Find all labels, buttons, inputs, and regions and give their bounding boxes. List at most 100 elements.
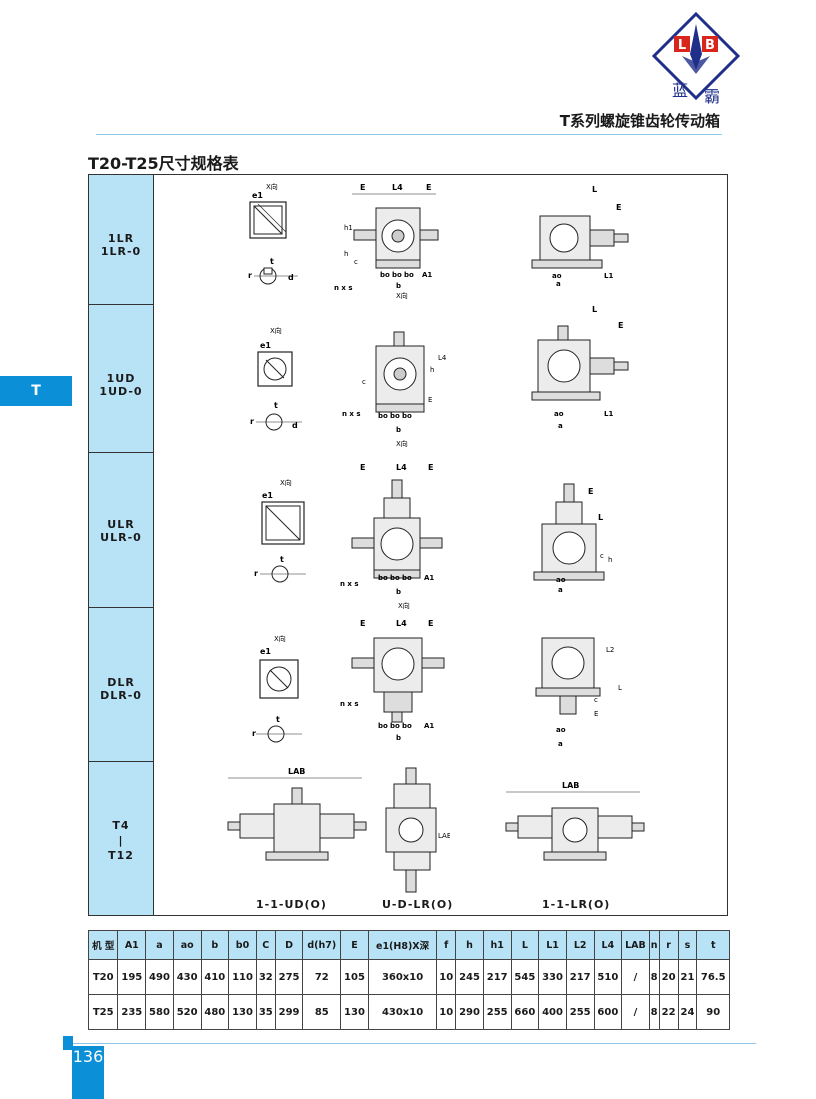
table-cell: 290 <box>455 994 484 1030</box>
table-cell: 245 <box>455 959 484 995</box>
e-label: E <box>588 487 593 496</box>
logo-mark-icon: L B 蓝 霸 <box>651 11 741 106</box>
a-label: a <box>558 422 563 430</box>
h-label: h <box>608 556 612 564</box>
logo-letter-l: L <box>678 38 686 53</box>
r-label: r <box>250 417 254 426</box>
a0-label: ao <box>554 410 564 418</box>
e-label: E <box>428 619 433 628</box>
caption-1-1-lr: 1-1-LR(O) <box>542 898 611 911</box>
b0-label: bo <box>402 574 412 582</box>
x-view-label: X向 <box>274 634 286 643</box>
table-cell: 24 <box>677 994 698 1030</box>
table-cell: 90 <box>696 994 730 1030</box>
flange-view-drawing: X向 e1 t r d <box>248 182 298 285</box>
front-view-drawing: E L4 E h1 h c bo bo bo A1 b n x s X向 <box>334 183 439 300</box>
column-header: d(h7) <box>302 930 342 960</box>
row-label-1ud: 1UD 1UD-0 <box>89 372 153 398</box>
front-view-drawing: h L4 c E bo bo bo n x s b X向 <box>342 331 447 448</box>
b0-label: bo <box>390 574 400 582</box>
model-label-column <box>89 175 154 915</box>
flange-view-drawing: X向 e1 t r <box>252 634 302 743</box>
table-cell: 600 <box>593 994 623 1030</box>
r-label: r <box>254 569 258 578</box>
table-cell: 10 <box>436 959 457 995</box>
h-label: h <box>430 366 434 374</box>
l4-label: L4 <box>396 619 407 628</box>
t-label: t <box>280 555 284 564</box>
table-cell: 235 <box>117 994 147 1030</box>
x-view-label: X向 <box>396 291 408 300</box>
b0-label: bo <box>380 271 390 279</box>
column-header: D <box>274 930 304 960</box>
e-label: E <box>428 396 432 404</box>
table-cell: 490 <box>145 959 174 995</box>
b0-label: bo <box>404 271 414 279</box>
page-number: 136 <box>72 1046 104 1099</box>
column-header: L2 <box>565 930 595 960</box>
side-view-drawing: L E ao a L1 <box>531 185 629 288</box>
lab-label: LAB <box>288 767 305 776</box>
nxs-label: n x s <box>340 580 359 588</box>
b0-label: bo <box>378 722 388 730</box>
logo-name-left: 蓝 <box>672 81 688 100</box>
table-cell: T20 <box>87 959 119 995</box>
e1-label: e1 <box>260 341 271 350</box>
d-label: d <box>288 273 294 282</box>
table-cell: 130 <box>340 994 369 1030</box>
table-cell: 255 <box>565 994 595 1030</box>
t-label: t <box>270 257 274 266</box>
logo-name-right: 霸 <box>704 87 720 104</box>
column-header: b0 <box>228 930 257 960</box>
nxs-label: n x s <box>334 284 353 292</box>
footer-divider <box>72 1043 756 1044</box>
table-cell: 430 <box>172 959 202 995</box>
table-cell: 580 <box>145 994 174 1030</box>
header-divider <box>96 134 722 135</box>
e-label: E <box>360 183 365 192</box>
e1-label: e1 <box>252 191 263 200</box>
table-cell: 510 <box>593 959 623 995</box>
table-cell: 110 <box>228 959 257 995</box>
a0-label: ao <box>552 272 562 280</box>
row-label-line: | <box>118 834 124 847</box>
h1-label: h1 <box>344 224 353 232</box>
row-label-1lr: 1LR 1LR-0 <box>89 232 153 258</box>
front-view-drawing: E L4 E bo bo bo A1 n x s b X向 <box>340 463 443 610</box>
a0-label: ao <box>556 576 566 584</box>
table-cell: 430x10 <box>367 994 438 1030</box>
flange-view-drawing: X向 e1 t r <box>254 478 306 583</box>
a1-label: A1 <box>424 574 434 582</box>
b0-label: bo <box>402 412 412 420</box>
row-label-line: ULR <box>107 518 135 531</box>
table-cell: 105 <box>340 959 369 995</box>
table-cell: 217 <box>565 959 595 995</box>
t-label: t <box>276 715 280 724</box>
a-label: a <box>558 586 563 594</box>
brand-logo: L B 蓝 霸 <box>651 11 741 106</box>
l-label: L <box>598 513 603 522</box>
table-cell: 660 <box>510 994 540 1030</box>
l1-label: L1 <box>604 410 613 418</box>
column-header: ao <box>172 930 202 960</box>
x-view-label: X向 <box>398 601 410 610</box>
table-cell: 217 <box>482 959 512 995</box>
e-label: E <box>616 203 621 212</box>
table-cell: 72 <box>302 959 342 995</box>
table-cell: 195 <box>117 959 147 995</box>
caption-u-d-lr: U-D-LR(O) <box>382 898 454 911</box>
x-view-label: X向 <box>266 182 278 191</box>
table-cell: 400 <box>538 994 567 1030</box>
e-label: E <box>618 321 623 330</box>
row-label-t4-t12: T4 | T12 <box>89 818 153 863</box>
table-cell: 480 <box>200 994 230 1030</box>
l-label: L <box>618 684 622 692</box>
table-cell: 10 <box>436 994 457 1030</box>
b-label: b <box>396 282 401 290</box>
assembly-1-1-ud-drawing: LAB <box>227 767 367 861</box>
table-cell: 360x10 <box>367 959 438 995</box>
